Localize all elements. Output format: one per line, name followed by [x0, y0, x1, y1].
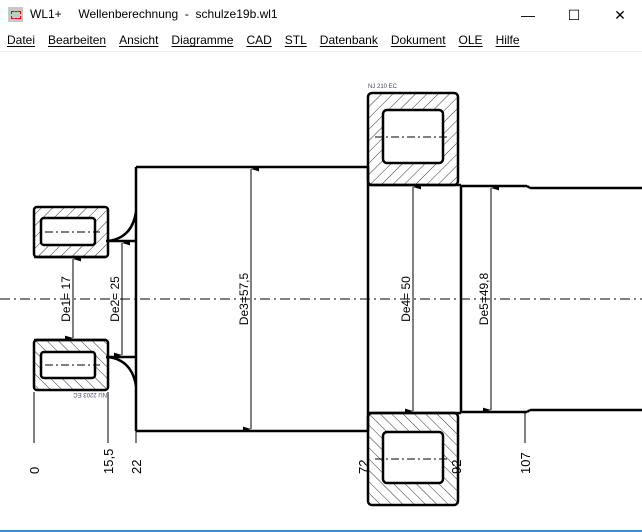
window-title: WL1+ Wellenberechnung - schulze19b.wl1: [30, 7, 278, 21]
dim-label-de3: De3=57,5: [237, 272, 251, 325]
window-border: [0, 530, 642, 532]
menu-cad[interactable]: CAD: [246, 33, 272, 47]
menu-hilfe[interactable]: Hilfe: [495, 33, 520, 47]
position-label-0: 0: [27, 467, 42, 474]
position-label-15-5: 15,5: [101, 449, 116, 474]
dim-label-de1: De1= 17: [59, 276, 73, 322]
menu-ole[interactable]: OLE: [458, 33, 483, 47]
bearing-left-label: NU 2203 EC: [73, 391, 107, 397]
app-icon[interactable]: [8, 7, 23, 22]
bearing-right-label: NJ 210 EC: [368, 84, 398, 90]
dim-label-de4: De4= 50: [399, 276, 413, 322]
menu-bar: Datei Bearbeiten Ansicht Diagramme CAD S…: [0, 30, 642, 52]
menu-datenbank[interactable]: Datenbank: [319, 33, 378, 47]
maximize-button[interactable]: ☐: [567, 6, 581, 23]
menu-bearbeiten[interactable]: Bearbeiten: [48, 33, 107, 47]
menu-diagramme[interactable]: Diagramme: [171, 33, 234, 47]
position-label-72: 72: [356, 460, 371, 474]
menu-datei[interactable]: Datei: [7, 33, 36, 47]
position-label-92: 92: [449, 460, 464, 474]
dim-label-de5: De5=49,8: [477, 272, 491, 325]
dim-label-de2: De2= 25: [108, 276, 122, 322]
close-button[interactable]: ✕: [614, 6, 626, 23]
position-ticks: [33, 392, 526, 443]
bearing-right: NJ 210 EC: [366, 84, 460, 507]
shaft-drawing-canvas[interactable]: NU 2203 EC NJ 210 EC De1= 17 De2= 25 De3…: [0, 52, 642, 530]
menu-stl[interactable]: STL: [284, 33, 307, 47]
minimize-button[interactable]: —: [521, 7, 535, 23]
position-label-107: 107: [518, 452, 533, 474]
position-label-22: 22: [129, 460, 144, 474]
menu-ansicht[interactable]: Ansicht: [119, 33, 159, 47]
menu-dokument[interactable]: Dokument: [390, 33, 446, 47]
title-bar: WL1+ Wellenberechnung - schulze19b.wl1 —…: [0, 0, 642, 30]
